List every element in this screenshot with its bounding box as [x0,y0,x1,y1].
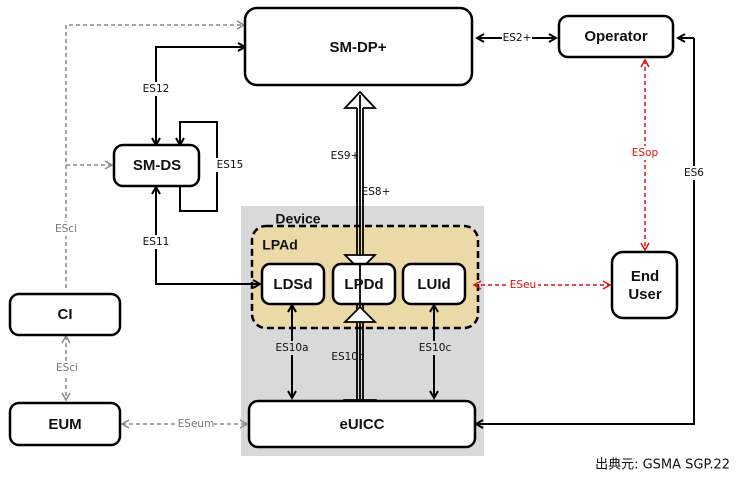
enduser-label-line1: End [631,268,659,285]
enduser-label-line2: User [628,286,662,303]
eseu-label: ESeu [510,279,536,291]
ldsd-label: LDSd [273,276,312,293]
source-caption: 出典元: GSMA SGP.22 [595,458,730,473]
lpdd-label: LPDd [344,276,383,293]
es6-label: ES6 [684,167,704,179]
lpad-label: LPAd [262,237,298,253]
euicc-label: eUICC [339,416,384,433]
es6-link [476,38,695,424]
esci-link-smdp [65,20,246,288]
luid-node[interactable]: LUId [401,262,467,306]
smds-label: SM-DS [133,157,181,174]
ci-node[interactable]: CI [8,292,122,337]
euicc-node[interactable]: eUICC [247,399,477,449]
enduser-node[interactable]: End User [610,250,679,320]
lpdd-node[interactable]: LPDd [331,262,397,306]
es15-label: ES15 [217,159,244,171]
esci-top-label: ESci [55,223,77,235]
es10a-label: ES10a [275,342,308,354]
ldsd-node[interactable]: LDSd [260,262,326,306]
eum-node[interactable]: EUM [8,401,122,447]
smds-node[interactable]: SM-DS [112,143,201,188]
esci-bottom-label: ESci [56,362,78,374]
esop-label: ESop [632,147,659,159]
ci-label: CI [58,306,73,323]
smdp-node[interactable]: SM-DP+ [243,6,474,87]
es10c-label: ES10c [419,342,452,354]
es9plus-label: ES9+ [331,150,360,162]
es11-label: ES11 [143,236,170,248]
es10b-label: ES10b [331,351,365,363]
es2plus-label: ES2+ [503,32,532,44]
smdp-label: SM-DP+ [329,39,386,56]
device-label: Device [275,211,320,227]
es8plus-label: ES8+ [362,186,391,198]
eseum-label: ESeum [178,418,215,430]
operator-node[interactable]: Operator [557,14,675,59]
eum-label: EUM [48,416,81,433]
luid-label: LUId [417,276,450,293]
es12-label: ES12 [143,83,170,95]
operator-label: Operator [584,28,648,45]
